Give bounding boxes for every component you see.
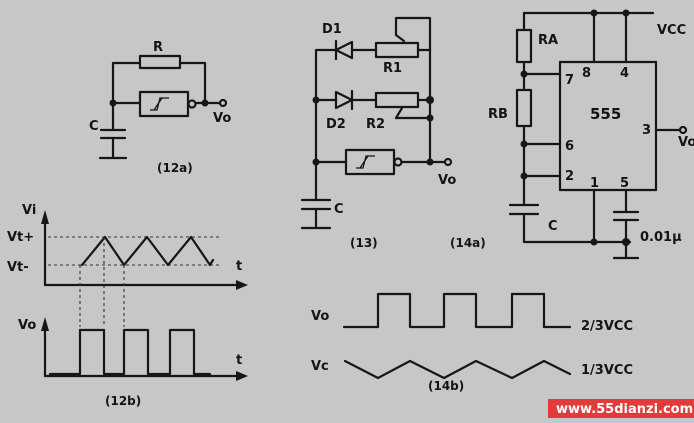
fig12a-resistor-r <box>138 54 182 70</box>
fig13-label-c: C <box>334 202 344 217</box>
fig14b-vc-triangle-wave <box>343 359 572 380</box>
fig14a-label-555: 555 <box>590 105 621 123</box>
fig12b-label-vtplus: Vt+ <box>7 230 34 245</box>
fig12b-label-t-lower: t <box>236 353 242 368</box>
fig14b-level-high: 2/3VCC <box>581 319 633 334</box>
fig13-circuit: D1 R1 D2 R2 C Vo (13) <box>300 16 456 250</box>
fig13-capacitor-c <box>300 198 332 211</box>
fig12b-caption: (12b) <box>105 394 141 408</box>
fig12b-triangle-wave <box>80 235 215 267</box>
fig14a-pin5: 5 <box>620 176 629 191</box>
watermark: www.55dianzi.com <box>548 399 694 418</box>
fig14a-label-ra: RA <box>538 33 558 48</box>
fig12b-vo-axis-arrow <box>41 317 49 331</box>
fig14a-label-c: C <box>548 219 558 234</box>
fig14a-pin8: 8 <box>582 66 591 81</box>
fig14a-circuit: RA RB C VCC 555 8 4 7 6 2 1 5 3 Vo 0.01μ… <box>450 9 694 260</box>
fig14a-resistor-rb <box>515 88 533 128</box>
fig14b-label-vc: Vc <box>311 359 329 374</box>
fig12b-waveforms: Vi Vt+ Vt- t Vo t (12b) <box>7 203 248 408</box>
fig14a-caption: (14a) <box>450 236 486 250</box>
fig14b-caption: (14b) <box>428 379 464 393</box>
fig13-diode-d2 <box>334 89 354 111</box>
fig14a-label-vo: Vo <box>678 135 694 150</box>
fig12b-label-vi: Vi <box>22 203 36 218</box>
fig12b-t-axis-arrow-upper <box>236 280 248 290</box>
fig13-potentiometer-r2 <box>374 91 420 109</box>
fig14a-ic-555 <box>558 60 658 192</box>
fig14a-resistor-ra <box>515 28 533 64</box>
fig13-schmitt-inverter <box>344 148 403 176</box>
fig14a-pin4: 4 <box>620 66 629 81</box>
fig14b-label-vo: Vo <box>311 309 329 324</box>
fig14b-level-low: 1/3VCC <box>581 363 633 378</box>
fig12b-label-t-upper: t <box>236 259 242 274</box>
fig13-label-d2: D2 <box>326 117 346 132</box>
fig12a-capacitor-c <box>99 128 127 140</box>
fig13-caption: (13) <box>350 236 378 250</box>
fig14a-pin6: 6 <box>565 139 574 154</box>
fig14a-capacitor-001 <box>612 210 640 222</box>
fig12a-circuit: R C Vo (12a) <box>89 40 231 175</box>
fig13-label-d1: D1 <box>322 22 342 37</box>
fig13-diode-d1 <box>334 39 354 61</box>
fig13-output-terminal <box>443 157 453 167</box>
fig12a-label-r: R <box>153 40 163 55</box>
fig12a-caption: (12a) <box>157 161 193 175</box>
fig12a-label-c: C <box>89 119 99 134</box>
fig14a-output-terminal <box>678 125 688 135</box>
watermark-text: www.55dianzi.com <box>556 402 693 417</box>
fig13-label-r2: R2 <box>366 117 385 132</box>
fig13-label-vo: Vo <box>438 173 456 188</box>
fig13-label-r1: R1 <box>383 61 402 76</box>
fig14a-label-vcc: VCC <box>657 23 686 38</box>
fig12b-label-vo: Vo <box>18 318 36 333</box>
fig12a-label-vo: Vo <box>213 111 231 126</box>
fig14a-pin7: 7 <box>565 73 574 88</box>
fig14a-pin2: 2 <box>565 169 574 184</box>
fig14a-pin3: 3 <box>642 123 651 138</box>
fig13-potentiometer-r1 <box>374 41 420 59</box>
fig14b-vo-square-wave <box>342 292 572 329</box>
fig12b-t-axis-arrow-lower <box>236 371 248 381</box>
fig12a-schmitt-inverter <box>138 90 197 118</box>
fig14b-waveforms: Vo Vc 2/3VCC 1/3VCC (14b) <box>311 292 633 393</box>
fig12b-vi-axis-arrow <box>41 210 49 224</box>
fig14a-capacitor-c <box>508 203 540 216</box>
fig14a-pin1: 1 <box>590 176 599 191</box>
fig12a-output-terminal <box>218 98 228 108</box>
fig14a-label-rb: RB <box>488 107 508 122</box>
fig12b-square-wave <box>48 328 212 376</box>
fig14a-label-cap-value: 0.01μ <box>640 230 682 245</box>
fig12b-label-vtminus: Vt- <box>7 260 29 275</box>
